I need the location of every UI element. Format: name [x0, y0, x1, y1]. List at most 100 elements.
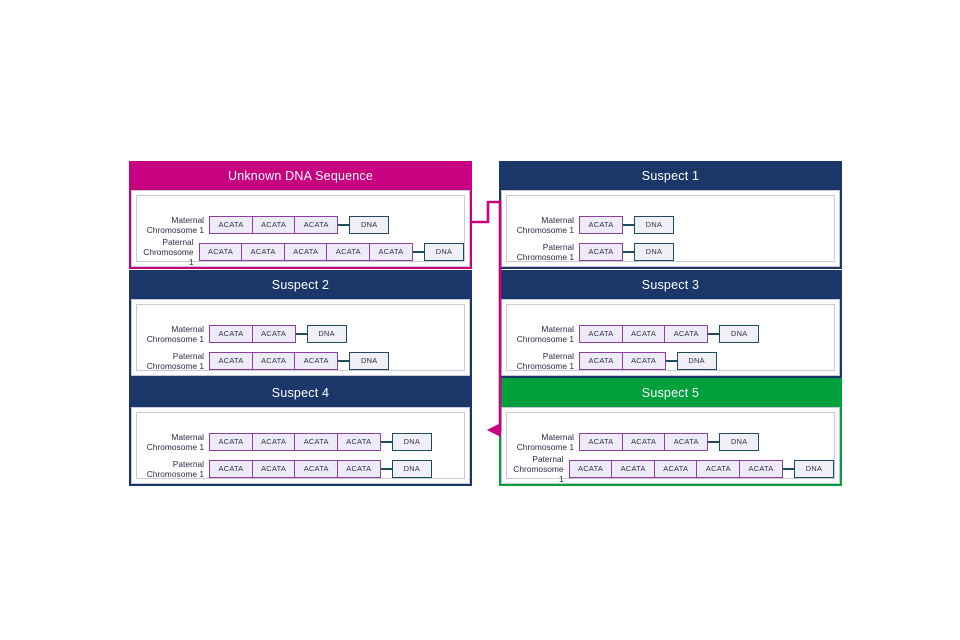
- str-repeat-box: ACATA: [209, 460, 253, 478]
- str-repeat-box: ACATA: [579, 325, 623, 343]
- repeat-to-dna-connector: [623, 251, 634, 253]
- str-repeat-box: ACATA: [621, 325, 666, 343]
- repeat-to-dna-connector: [295, 333, 307, 335]
- str-repeat-box: ACATA: [251, 433, 296, 451]
- paternal-label-line1: Paternal: [532, 454, 564, 464]
- repeat-to-dna-connector: [623, 224, 634, 226]
- str-repeat-box: ACATA: [294, 352, 339, 370]
- repeat-to-dna-connector: [338, 360, 350, 362]
- str-repeat-box: ACATA: [336, 460, 381, 478]
- str-repeat-box: ACATA: [251, 325, 296, 343]
- maternal-label-line1: Maternal: [541, 432, 574, 442]
- str-repeat-box: ACATA: [209, 216, 253, 234]
- maternal-label-line1: Maternal: [171, 324, 204, 334]
- dna-flank-box: DNA: [391, 433, 432, 451]
- str-repeat-box: ACATA: [664, 325, 709, 343]
- str-repeat-box: ACATA: [621, 352, 666, 370]
- repeat-to-dna-connector: [665, 360, 677, 362]
- str-repeat-box: ACATA: [621, 433, 666, 451]
- str-repeat-box: ACATA: [283, 243, 328, 261]
- dna-flank-box: DNA: [719, 433, 760, 451]
- str-repeat-box: ACATA: [579, 433, 623, 451]
- paternal-label-line1: Paternal: [542, 351, 574, 361]
- maternal-label-line2: Chromosome 1: [516, 225, 574, 235]
- str-repeat-box: ACATA: [369, 243, 413, 261]
- repeat-to-dna-connector: [380, 468, 392, 470]
- maternal-label-line2: Chromosome 1: [146, 442, 204, 452]
- paternal-label-line2: Chromosome 1: [513, 464, 564, 484]
- dna-flank-box: DNA: [719, 325, 760, 343]
- dna-flank-box: DNA: [676, 352, 717, 370]
- str-repeat-box: ACATA: [579, 243, 623, 261]
- maternal-label-line2: Chromosome 1: [516, 442, 574, 452]
- maternal-label-line2: Chromosome 1: [146, 334, 204, 344]
- maternal-label-line1: Maternal: [171, 215, 204, 225]
- paternal-label-line1: Paternal: [162, 237, 194, 247]
- str-repeat-box: ACATA: [611, 460, 656, 478]
- str-repeat-box: ACATA: [739, 460, 783, 478]
- paternal-label-line1: Paternal: [172, 459, 204, 469]
- str-repeat-box: ACATA: [696, 460, 741, 478]
- str-repeat-box: ACATA: [568, 460, 613, 478]
- panel-title-suspect-4: Suspect 4: [131, 380, 470, 407]
- arrow-line: [471, 200, 502, 438]
- str-repeat-box: ACATA: [579, 352, 623, 370]
- maternal-label-line2: Chromosome 1: [146, 225, 204, 235]
- repeat-to-dna-connector: [338, 224, 350, 226]
- paternal-label-line2: Chromosome 1: [516, 252, 574, 262]
- repeat-to-dna-connector: [708, 333, 720, 335]
- repeat-to-dna-connector: [708, 441, 720, 443]
- paternal-label-line1: Paternal: [172, 351, 204, 361]
- panel-title-unknown: Unknown DNA Sequence: [131, 163, 470, 190]
- panel-title-suspect-2: Suspect 2: [131, 272, 470, 299]
- str-repeat-box: ACATA: [251, 216, 296, 234]
- maternal-label-line1: Maternal: [541, 324, 574, 334]
- maternal-label-line1: Maternal: [171, 432, 204, 442]
- dna-flank-box: DNA: [794, 460, 834, 478]
- str-repeat-box: ACATA: [198, 243, 243, 261]
- panel-title-suspect-3: Suspect 3: [501, 272, 840, 299]
- repeat-to-dna-connector: [380, 441, 392, 443]
- paternal-label-line2: Chromosome 1: [143, 247, 194, 267]
- str-repeat-box: ACATA: [294, 460, 339, 478]
- str-repeat-box: ACATA: [209, 325, 253, 343]
- maternal-label-line1: Maternal: [541, 215, 574, 225]
- str-repeat-box: ACATA: [251, 352, 296, 370]
- str-repeat-box: ACATA: [294, 216, 339, 234]
